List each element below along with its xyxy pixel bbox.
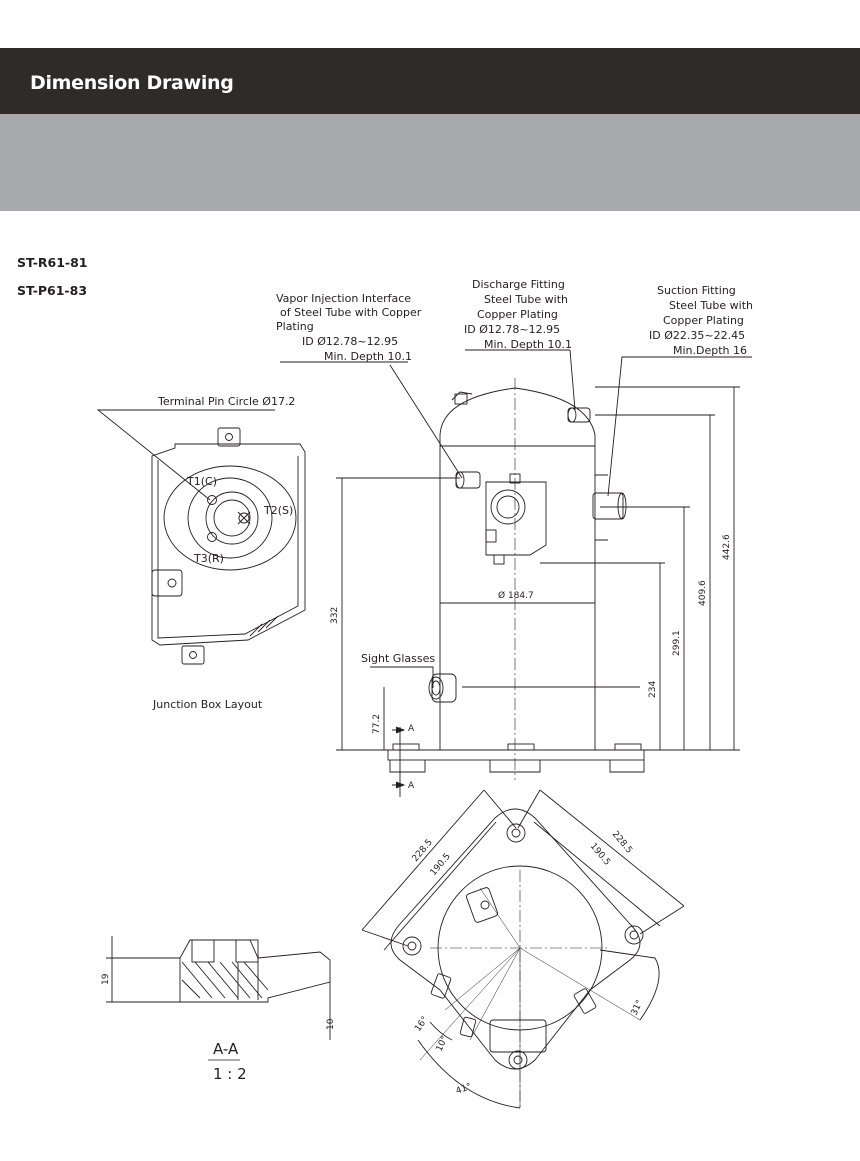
section-scale: 1 : 2 xyxy=(213,1065,247,1083)
terminal-pin-label: Terminal Pin Circle Ø17.2 xyxy=(157,395,295,408)
vapor-label-1: Vapor Injection Interface xyxy=(276,292,411,305)
header-bar xyxy=(0,48,860,114)
terminal-box-front xyxy=(485,473,547,565)
dim-228-right: 228.5 xyxy=(610,830,634,856)
discharge-fitting xyxy=(567,407,591,423)
suction-leader xyxy=(607,356,752,497)
terminal-pin-leader xyxy=(96,409,275,501)
dim-409: 409.6 xyxy=(698,580,708,606)
vapor-injection-fitting xyxy=(455,471,481,489)
suction-label-5: Min.Depth 16 xyxy=(673,344,747,357)
dim-442: 442.6 xyxy=(722,534,732,560)
sight-glasses-label: Sight Glasses xyxy=(361,652,435,665)
model-label-1: ST-R61-81 xyxy=(17,255,88,270)
diag-dim-lines xyxy=(361,789,685,951)
angle-arc-41 xyxy=(417,1039,521,1109)
base-plate xyxy=(387,743,645,773)
section-title: A-A xyxy=(213,1040,239,1058)
terminal-t1: T1(C) xyxy=(186,475,217,488)
discharge-label-1: Discharge Fitting xyxy=(472,278,565,291)
angle-16: 16° xyxy=(413,1015,430,1034)
dim-diameter: Ø 184.7 xyxy=(498,590,534,601)
model-label-2: ST-P61-83 xyxy=(17,283,88,298)
terminal-t2: T2(S) xyxy=(263,504,293,517)
terminal-t3: T3(R) xyxy=(193,552,224,565)
compressor-body xyxy=(439,387,608,750)
dim-10: 10 xyxy=(326,1018,336,1030)
angle-31: 31° xyxy=(630,999,646,1018)
vapor-leader xyxy=(280,361,463,479)
discharge-label-3: Copper Plating xyxy=(477,308,558,321)
suction-label-2: Steel Tube with xyxy=(669,299,753,312)
discharge-label-4: ID Ø12.78~12.95 xyxy=(464,323,560,336)
discharge-label-2: Steel Tube with xyxy=(484,293,568,306)
junction-box-layout-label: Junction Box Layout xyxy=(152,698,263,711)
suction-label-3: Copper Plating xyxy=(663,314,744,327)
section-marker-top: A xyxy=(408,724,415,734)
angle-arc-31 xyxy=(639,957,660,1021)
discharge-label-5: Min. Depth 10.1 xyxy=(484,338,572,351)
page-title: Dimension Drawing xyxy=(30,72,234,94)
vapor-label-2: of Steel Tube with Copper xyxy=(280,306,422,319)
dim-19: 19 xyxy=(101,973,111,985)
dim-77: 77.2 xyxy=(372,714,382,734)
suction-fitting xyxy=(592,492,627,520)
header-band xyxy=(0,114,860,211)
angle-41: 41° xyxy=(455,1082,473,1097)
sight-glass-leader xyxy=(370,666,434,688)
section-marker-bottom: A xyxy=(408,781,415,791)
junction-box-outline xyxy=(151,427,306,665)
sight-glass xyxy=(428,673,457,703)
dim-190-left: 190.5 xyxy=(429,852,453,878)
vapor-label-3: Plating xyxy=(276,320,314,333)
discharge-leader xyxy=(465,349,576,411)
suction-label-1: Suction Fitting xyxy=(657,284,736,297)
dim-299: 299.1 xyxy=(672,630,682,656)
vapor-label-5: Min. Depth 10.1 xyxy=(324,350,412,363)
terminal-block xyxy=(163,465,297,571)
dim-234: 234 xyxy=(648,681,658,698)
suction-label-4: ID Ø22.35~22.45 xyxy=(649,329,745,342)
section-aa xyxy=(112,939,331,1003)
vapor-label-4: ID Ø12.78~12.95 xyxy=(302,335,398,348)
dim-332: 332 xyxy=(330,607,340,624)
